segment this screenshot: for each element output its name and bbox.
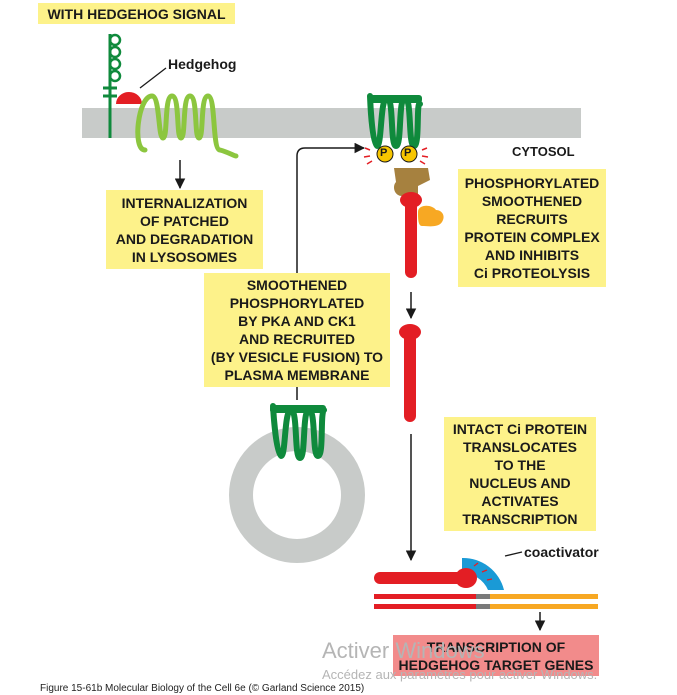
smo-phos-line-4: AND RECRUITED [239, 331, 355, 347]
smo-phos-line-6: PLASMA MEMBRANE [224, 367, 370, 383]
ci-protein-intact [404, 332, 416, 422]
internalization-box: INTERNALIZATION OF PATCHED AND DEGRADATI… [106, 190, 263, 269]
smo-phos-line-1: SMOOTHENED [246, 277, 348, 293]
phosphate-groups [363, 145, 429, 165]
smoothened-vesicle-cap [270, 405, 326, 413]
transcription-box: TRANSCRIPTION OF HEDGEHOG TARGET GENES [393, 635, 599, 676]
activation-watermark-subtitle: Accédez aux paramètres pour activer Wind… [322, 667, 598, 682]
ci-translocates-box: INTACT Ci PROTEIN TRANSLOCATES TO THE NU… [444, 417, 596, 531]
recruits-complex-box: PHOSPHORYLATED SMOOTHENED RECRUITS PROTE… [458, 169, 606, 287]
recruits-line-3: RECRUITS [496, 211, 568, 227]
hedgehog-label-leader [139, 67, 167, 89]
ci-trans-line-6: TRANSCRIPTION [462, 511, 578, 527]
smoothened-membrane [367, 93, 423, 149]
smo-phos-line-2: PHOSPHORYLATED [229, 295, 365, 311]
page-title: WITH HEDGEHOG SIGNAL [38, 3, 235, 24]
ci-trans-line-1: INTACT Ci PROTEIN [452, 421, 588, 437]
ci-trans-line-3: TO THE [494, 457, 546, 473]
cytosol-label: CYTOSOL [512, 144, 575, 159]
phosphate-label-2: P [404, 147, 412, 159]
pka-protein [418, 205, 444, 227]
smoothened-vesicle [270, 403, 327, 461]
ci-trans-line-4: NUCLEUS AND [469, 475, 571, 491]
internalization-line-4: IN LYSOSOMES [131, 248, 238, 265]
ci-trans-line-5: ACTIVATES [481, 493, 559, 509]
smo-phos-line-5: (BY VESICLE FUSION) TO [210, 349, 384, 365]
smoothened-phosphorylated-box: SMOOTHENED PHOSPHORYLATED BY PKA AND CK1… [204, 273, 390, 387]
phosphate-label-1: P [380, 147, 388, 159]
ci-trans-line-2: TRANSLOCATES [462, 439, 578, 455]
hedgehog-label: Hedgehog [168, 56, 237, 72]
ci-protein-full [405, 200, 417, 278]
internalization-line-2: OF PATCHED [140, 212, 229, 229]
coactivator-label-leader [504, 551, 523, 557]
activation-watermark-title: Activer Windows [322, 638, 485, 663]
recruits-line-6: Ci PROTEOLYSIS [473, 265, 591, 281]
hedgehog-ligand [116, 92, 142, 104]
coactivator-label: coactivator [524, 544, 599, 560]
internalization-line-1: INTERNALIZATION [121, 194, 248, 211]
recruits-line-2: SMOOTHENED [481, 193, 583, 209]
recruits-line-5: AND INHIBITS [484, 247, 580, 263]
figure-caption: Figure 15-61b Molecular Biology of the C… [40, 683, 365, 694]
page-title-text: WITH HEDGEHOG SIGNAL [47, 5, 226, 22]
coactivator-protein [462, 557, 504, 590]
dna [374, 594, 598, 609]
recruits-line-1: PHOSPHORYLATED [464, 175, 600, 191]
smo-phos-line-3: BY PKA AND CK1 [238, 313, 356, 329]
smoothened-membrane-cap [368, 95, 422, 103]
transcription-line-1: TRANSCRIPTION OF [426, 638, 566, 655]
ci-dna-head [455, 568, 477, 588]
recruits-line-4: PROTEIN COMPLEX [464, 229, 600, 245]
internalization-line-3: AND DEGRADATION [115, 230, 254, 247]
arrow-vesicle-fusion [296, 142, 366, 400]
coactivator-contact-marks [473, 562, 493, 581]
ihog-coreceptor [103, 33, 122, 138]
ci-on-dna [374, 572, 466, 584]
kinase-complex [394, 168, 430, 196]
patched-receptor [135, 93, 239, 159]
transcription-line-2: HEDGEHOG TARGET GENES [398, 656, 594, 673]
